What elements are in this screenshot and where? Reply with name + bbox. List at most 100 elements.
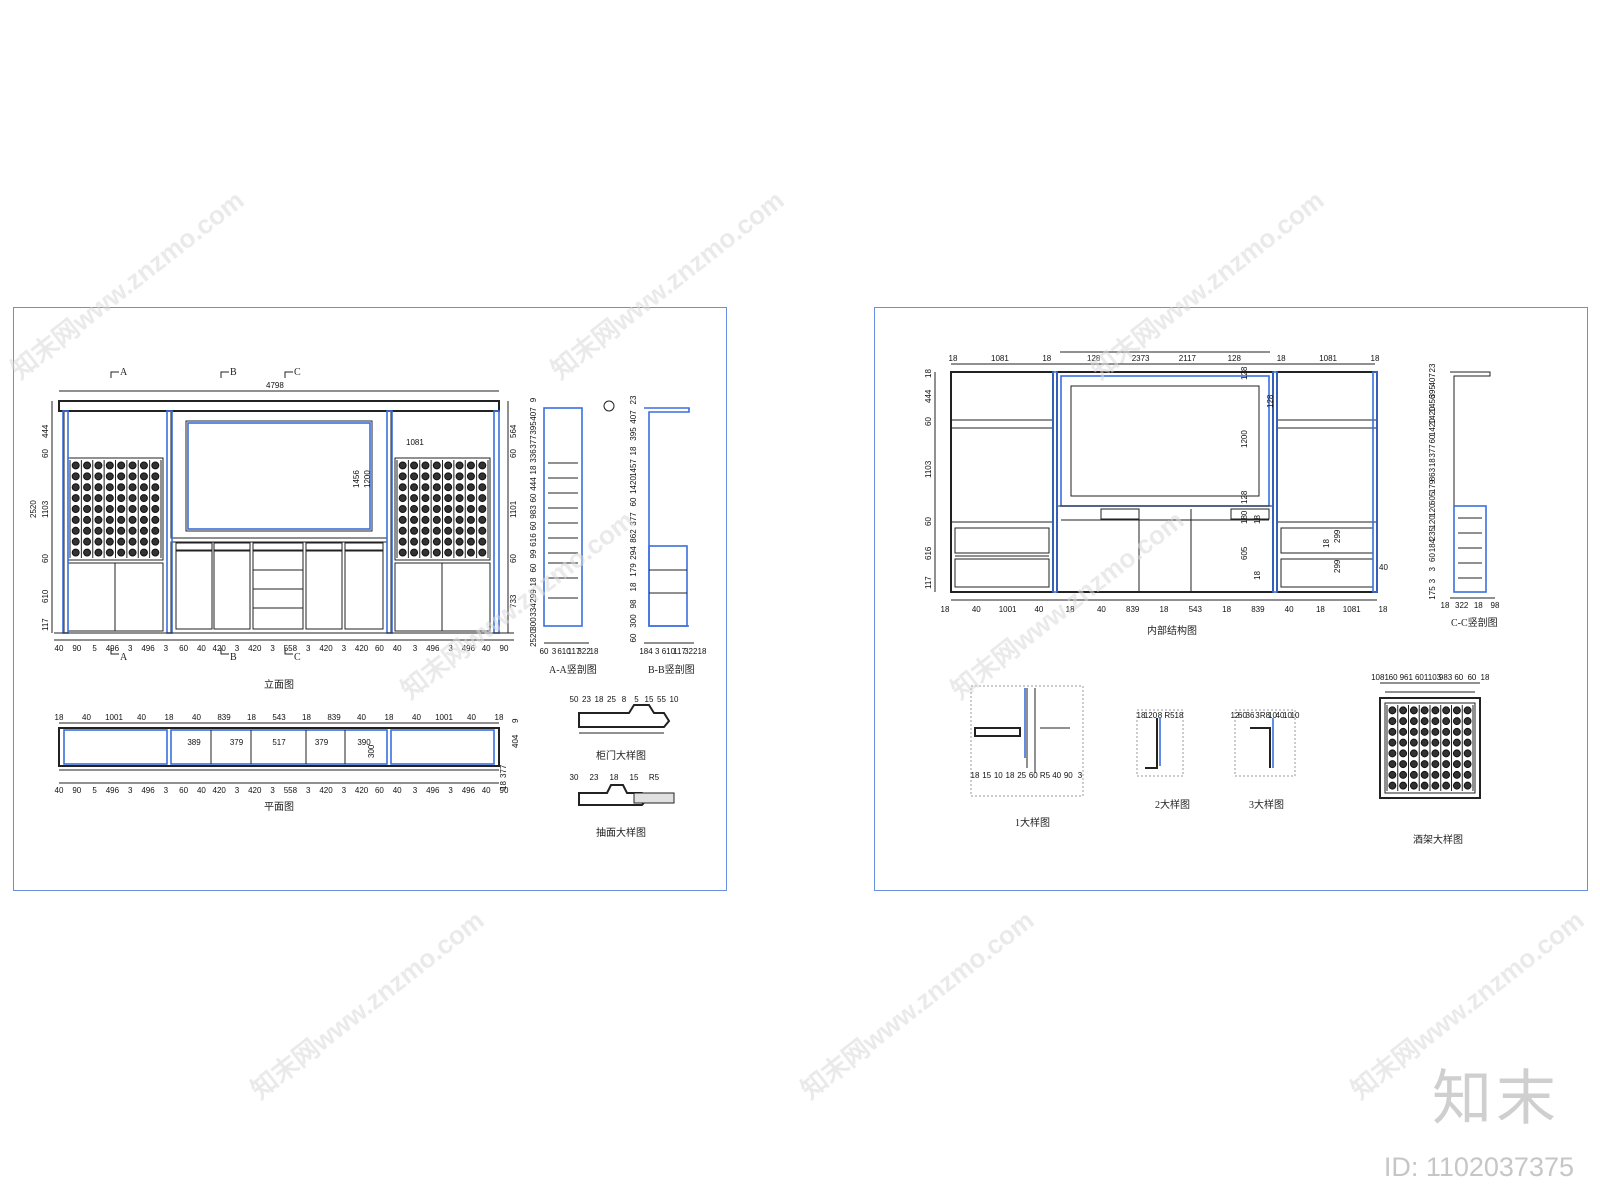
bottle-slot [1442, 781, 1451, 790]
bottle-slot [1399, 738, 1408, 747]
bottle-slot [105, 526, 114, 535]
bottle-slot [1431, 727, 1440, 736]
bottle-slot [1420, 738, 1429, 747]
svg-text:18: 18 [499, 781, 508, 790]
bottle-slot [105, 472, 114, 481]
dimension-label: 334 [529, 603, 538, 617]
bottle-slot [128, 494, 137, 503]
bottle-slot [1452, 706, 1461, 715]
dimension-label: 395 [1428, 384, 1437, 398]
dimension-label: 390 [357, 738, 371, 747]
svg-text:444: 444 [41, 424, 50, 438]
bottle-slot [410, 505, 419, 513]
svg-text:299: 299 [1333, 559, 1342, 573]
dimension-label: 120 [1144, 711, 1158, 720]
dimension-label: 420 [248, 786, 262, 795]
bottle-slot [117, 494, 126, 503]
dimension-label: 40 [55, 786, 64, 795]
dim-total-height: 2520 [29, 500, 38, 518]
dimension-label: R5 [1040, 771, 1051, 780]
dimension-label: 336 [529, 449, 538, 463]
bottle-slot [1452, 717, 1461, 726]
dimension-label: 40 [412, 713, 421, 722]
dimension-label: 3 [1255, 711, 1260, 720]
dimension-label: 60 [1428, 434, 1437, 443]
dimension-label: 60 [375, 644, 384, 653]
dimension-label: 98 [1491, 601, 1500, 610]
dimension-label: 18 [590, 647, 599, 656]
dimension-label: 379 [230, 738, 244, 747]
bottle-slot [71, 526, 80, 535]
bottle-slot [83, 494, 92, 503]
dimension-label: 839 [327, 713, 341, 722]
bottle-slot [83, 505, 92, 513]
bottle-slot [151, 548, 160, 557]
bottle-slot [398, 515, 407, 524]
dimension-label: 610 [557, 647, 571, 656]
bottle-slot [94, 461, 103, 470]
dimension-label: 839 [1126, 605, 1140, 614]
bottle-slot [1463, 760, 1472, 769]
bottle-slot [139, 505, 148, 513]
bottle-slot [1463, 738, 1472, 747]
dimension-label: 18 [1481, 673, 1490, 682]
bottle-slot [83, 537, 92, 546]
dimension-label: 3 [128, 644, 133, 653]
svg-text:18: 18 [1253, 515, 1262, 524]
caption-section-a: A-A竖剖图 [549, 663, 597, 676]
dimension-label: 420 [319, 786, 333, 795]
bottle-slot [432, 472, 441, 481]
dimension-label: 235 [1428, 527, 1437, 541]
bottle-slot [94, 472, 103, 481]
dimension-label: 10 [1268, 711, 1277, 720]
dimension-label: 15 [982, 771, 991, 780]
dimension-label: 128 [1228, 354, 1242, 363]
dimension-label: 18 [165, 713, 174, 722]
dimension-label: 18 [1042, 354, 1051, 363]
bottle-slot [466, 461, 475, 470]
bottle-slot [444, 526, 453, 535]
dimension-label: 5 [92, 786, 97, 795]
bottle-slot [1442, 760, 1451, 769]
dimension-label: 90 [500, 644, 509, 653]
dimension-label: 983 [529, 505, 538, 519]
bottle-slot [455, 472, 464, 481]
dimension-label: 610 [662, 647, 676, 656]
bottle-slot [128, 548, 137, 557]
dimension-label: 10 [994, 771, 1003, 780]
dimension-label: 40 [393, 644, 402, 653]
bottle-slot [71, 472, 80, 481]
dimension-label: 3 [342, 644, 347, 653]
bottle-slot [398, 537, 407, 546]
bottle-slot [1420, 781, 1429, 790]
dimension-label: 1001 [999, 605, 1017, 614]
svg-text:564: 564 [509, 424, 518, 438]
dimension-label: 2117 [1179, 354, 1197, 363]
bottle-slot [410, 548, 419, 557]
dimension-label: 1081 [991, 354, 1009, 363]
dimension-label: 18 [949, 354, 958, 363]
bottle-slot [1463, 749, 1472, 758]
dimension-label: 420 [248, 644, 262, 653]
bottle-slot [421, 548, 430, 557]
dimension-label: 377 [529, 435, 538, 449]
bottle-slot [444, 494, 453, 503]
dimension-label: 184 [639, 647, 653, 656]
dimension-label: 1420 [1428, 418, 1437, 436]
internal-structure [950, 371, 1378, 593]
bottle-slot [117, 526, 126, 535]
dimension-label: 40 [972, 605, 981, 614]
bottle-slot [139, 537, 148, 546]
svg-text:1101: 1101 [509, 500, 518, 518]
dimension-label: 420 [213, 644, 227, 653]
dimension-label: 322 [1455, 601, 1469, 610]
bottle-slot [398, 494, 407, 503]
bottle-slot [398, 461, 407, 470]
bottle-slot [398, 483, 407, 492]
dimension-label: 377 [629, 512, 638, 526]
svg-text:60: 60 [924, 417, 933, 426]
svg-text:117: 117 [924, 576, 933, 589]
